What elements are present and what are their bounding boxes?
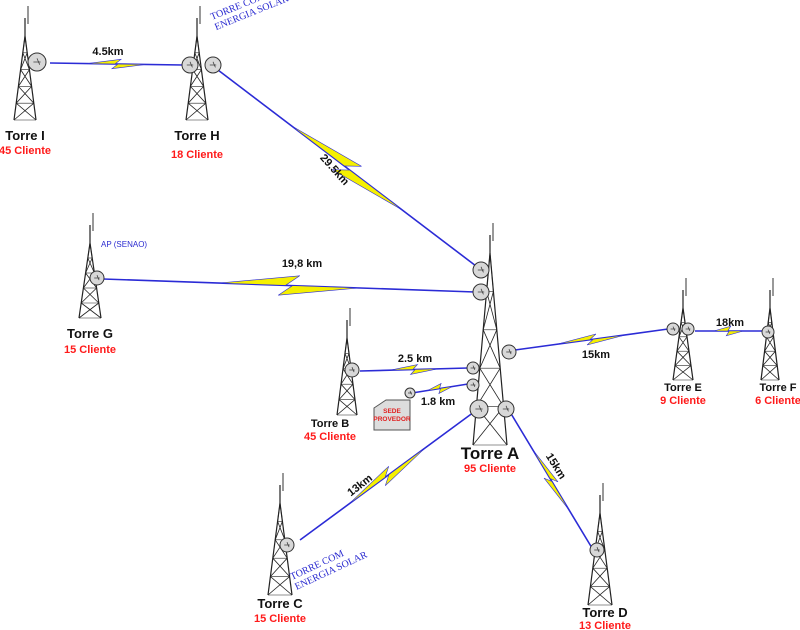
lightning-bolt-icon xyxy=(87,58,146,70)
sede-label-1: SEDE xyxy=(383,408,401,415)
lightning-bolt-icon xyxy=(557,333,626,346)
dish-antenna-icon xyxy=(181,56,199,74)
tower-i-icon xyxy=(13,6,37,121)
link-i-h xyxy=(49,58,184,70)
tower-h-icon xyxy=(185,6,209,121)
tower-e-clients: 9 Cliente xyxy=(660,395,706,407)
tower-h-clients: 18 Cliente xyxy=(171,149,223,161)
sede-label-2: PROVEDOR xyxy=(373,416,411,423)
dish-antenna-icon xyxy=(89,270,105,286)
dish-antenna-icon xyxy=(204,56,222,74)
link-a-d-distance: 15km xyxy=(543,451,568,481)
dish-antenna-icon xyxy=(469,399,489,419)
tower-b-name: Torre B xyxy=(311,418,349,430)
link-a-d xyxy=(509,411,593,549)
tower-b-clients: 45 Cliente xyxy=(304,431,356,443)
link-sede-a xyxy=(411,382,469,395)
tower-e-name: Torre E xyxy=(664,382,702,394)
link-sede-a-distance: 1.8 km xyxy=(421,396,455,408)
link-e-f-distance: 18km xyxy=(716,317,744,329)
dish-antenna-icon xyxy=(589,542,605,558)
lightning-bolt-icon xyxy=(218,275,360,296)
dish-antenna-icon xyxy=(344,362,360,378)
dish-antenna-icon xyxy=(466,361,480,375)
lightning-bolt-icon xyxy=(348,447,426,505)
lightning-bolt-icon xyxy=(390,364,438,375)
tower-i-name: Torre I xyxy=(5,128,45,143)
link-i-h-distance: 4.5km xyxy=(92,46,123,58)
link-a-e xyxy=(514,328,669,351)
tower-g-clients: 15 Cliente xyxy=(64,344,116,356)
link-a-e-distance: 15km xyxy=(582,349,610,361)
tower-c-clients: 15 Cliente xyxy=(254,613,306,625)
lightning-bolt-icon xyxy=(713,325,744,337)
tower-i-clients: 45 Cliente xyxy=(0,145,51,157)
link-b-a-distance: 2.5 km xyxy=(398,353,432,365)
dish-antenna-icon xyxy=(404,387,416,399)
dish-antenna-icon xyxy=(27,52,47,72)
tower-d-name: Torre D xyxy=(582,605,627,620)
link-b-a xyxy=(359,364,469,375)
dish-antenna-icon xyxy=(681,322,695,336)
dish-antenna-icon xyxy=(497,400,515,418)
link-a-c xyxy=(299,411,475,541)
tower-f-clients: 6 Cliente xyxy=(755,395,800,407)
dish-antenna-icon xyxy=(501,344,517,360)
tower-g-name: Torre G xyxy=(67,326,113,341)
link-g-a-distance: 19,8 km xyxy=(282,258,323,270)
lightning-bolt-icon xyxy=(427,382,453,395)
tower-g-icon xyxy=(78,213,102,319)
tower-f-name: Torre F xyxy=(759,382,796,394)
dish-antenna-icon xyxy=(761,325,775,339)
link-g-a xyxy=(102,275,476,296)
lightning-bolt-icon xyxy=(532,449,570,511)
tower-d-icon xyxy=(587,483,613,606)
dish-antenna-icon xyxy=(472,261,490,279)
sede-provedor: SEDE PROVEDOR xyxy=(373,399,411,431)
dish-antenna-icon xyxy=(666,322,680,336)
tower-a-name: Torre A xyxy=(461,444,520,463)
dish-antenna-icon xyxy=(466,378,480,392)
tower-f-icon xyxy=(760,278,780,381)
tower-h-name: Torre H xyxy=(174,128,219,143)
ap-note-g: AP (SENAO) xyxy=(101,240,147,249)
link-e-f xyxy=(695,325,762,337)
tower-d-clients: 13 Cliente xyxy=(579,620,631,630)
tower-c-name: Torre C xyxy=(257,596,303,611)
link-h-a xyxy=(217,69,477,267)
dish-antenna-icon xyxy=(472,283,490,301)
lightning-bolt-icon xyxy=(291,125,403,211)
tower-c-icon xyxy=(267,473,293,596)
tower-a-clients: 95 Cliente xyxy=(464,463,516,475)
dish-antenna-icon xyxy=(279,537,295,553)
tower-b-icon xyxy=(336,308,358,416)
